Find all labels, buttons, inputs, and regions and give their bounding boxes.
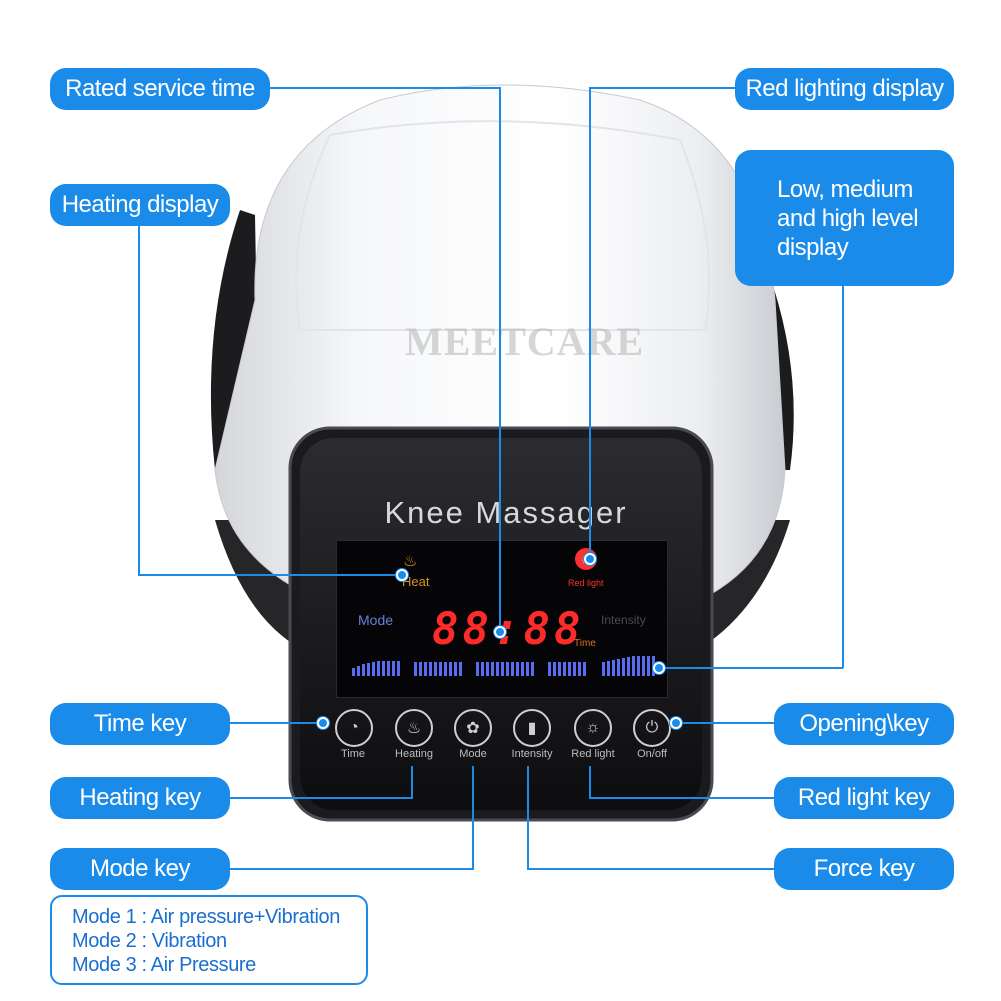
red-light-key-callout: Red light key <box>774 777 954 819</box>
modes-info-box: Mode 1 : Air pressure+Vibration Mode 2 :… <box>50 895 368 985</box>
mode-2-text: Mode 2 : Vibration <box>72 930 227 952</box>
level-bars-2 <box>414 656 462 676</box>
level-display-line-1: Low, medium <box>777 175 913 203</box>
intensity-key-button[interactable]: ▮ <box>513 709 551 747</box>
connector-line <box>229 797 413 799</box>
connector-line <box>270 87 500 89</box>
level-bars-4 <box>548 656 586 676</box>
time-digits: 88:88 <box>432 604 585 655</box>
connector-line <box>676 722 774 724</box>
power-icon: ⏻ <box>645 719 659 736</box>
connector-line <box>499 87 501 630</box>
connector-dot <box>396 569 408 581</box>
mode-key-label: Mode <box>459 748 487 760</box>
intensity-label: Intensity <box>601 613 646 627</box>
bars-icon: ▮ <box>527 720 537 737</box>
mode-1-text: Mode 1 : Air pressure+Vibration <box>72 906 340 928</box>
mode-label: Mode <box>358 612 394 628</box>
force-key-callout: Force key <box>774 848 954 890</box>
connector-line <box>589 766 591 799</box>
connector-dot <box>670 717 682 729</box>
sun-icon: ☼ <box>585 719 601 736</box>
connector-line <box>589 87 591 557</box>
connector-line <box>229 722 321 724</box>
connector-dot <box>584 553 596 565</box>
connector-dot <box>494 626 506 638</box>
opening-key-callout: Opening\key <box>774 703 954 745</box>
red-light-key-button[interactable]: ☼ <box>574 709 612 747</box>
level-bars-5 <box>602 656 655 676</box>
connector-line <box>138 574 400 576</box>
level-display-line-3: display <box>777 233 849 261</box>
connector-line <box>842 285 844 668</box>
power-key-label: On/off <box>637 748 667 760</box>
panel-title: Knee Massager <box>384 495 628 530</box>
connector-line <box>411 766 413 799</box>
connector-dot <box>317 717 329 729</box>
connector-line <box>527 766 529 870</box>
red-light-label: Red light <box>568 578 604 588</box>
heat-waves-icon: ♨ <box>406 720 422 737</box>
connector-line <box>229 868 474 870</box>
time-key-callout: Time key <box>50 703 230 745</box>
connector-line <box>138 226 140 575</box>
intensity-key-label: Intensity <box>511 748 553 760</box>
rated-service-time-callout: Rated service time <box>50 68 270 110</box>
time-key-label: Time <box>340 748 366 760</box>
heating-key-label: Heating <box>395 748 433 760</box>
mode-3-text: Mode 3 : Air Pressure <box>72 954 256 976</box>
connector-line <box>472 766 474 870</box>
heat-display-icon: ♨ <box>403 553 418 570</box>
mode-key-button[interactable]: ✿ <box>454 709 492 747</box>
red-light-key-label: Red light <box>571 748 615 760</box>
connector-dot <box>653 662 665 674</box>
level-display-callout: Low, medium and high level display <box>735 150 954 286</box>
heating-key-callout: Heating key <box>50 777 230 819</box>
fan-icon: ✿ <box>466 720 480 737</box>
heating-display-callout: Heating display <box>50 184 230 226</box>
level-bars-3 <box>476 656 534 676</box>
connector-line <box>590 87 735 89</box>
connector-line <box>589 797 774 799</box>
connector-line <box>527 868 774 870</box>
time-key-button[interactable]: ◔ <box>335 709 373 747</box>
brand-embossing: MEETCARE <box>405 319 645 364</box>
level-bars-1 <box>352 656 400 676</box>
red-lighting-display-callout: Red lighting display <box>735 68 954 110</box>
power-key-button[interactable]: ⏻ <box>633 709 671 747</box>
heating-key-button[interactable]: ♨ <box>395 709 433 747</box>
connector-line <box>657 667 843 669</box>
heat-label: Heat <box>402 574 430 589</box>
clock-icon: ◔ <box>349 719 359 736</box>
level-display-line-2: and high level <box>777 204 919 232</box>
time-label: Time <box>574 638 596 649</box>
mode-key-callout: Mode key <box>50 848 230 890</box>
